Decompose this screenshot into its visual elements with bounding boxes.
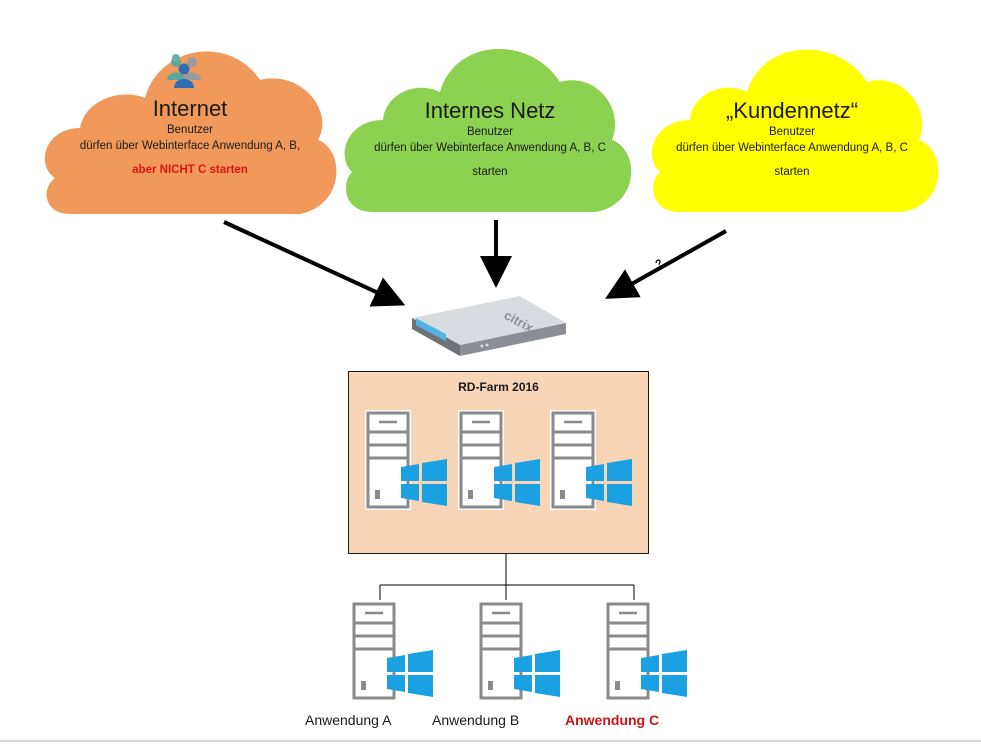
- cloud-internet-text: Internet Benutzer dürfen über Webinterfa…: [40, 96, 340, 178]
- cloud-subtitle: Benutzer: [768, 126, 816, 138]
- arrow-kundennetz-to-gateway: [605, 229, 727, 299]
- cloud-title: Internes Netz: [424, 98, 556, 123]
- farm-server-1-icon: [363, 408, 449, 512]
- bottom-divider: [0, 740, 981, 742]
- citrix-appliance-icon: [412, 296, 566, 356]
- cloud-subtitle: Benutzer: [166, 124, 214, 136]
- farm-server-3-icon: [548, 408, 634, 512]
- cloud-internes-netz-text: Internes Netz Benutzer dürfen über Webin…: [340, 98, 640, 180]
- app-label-b: Anwendung B: [432, 712, 520, 728]
- cloud-description: dürfen über Webinterface Anwendung A, B,…: [676, 142, 908, 154]
- app-server-c-icon: [603, 599, 689, 703]
- cloud-title: Internet: [152, 96, 228, 121]
- farm-connector-lines: [379, 554, 635, 600]
- cloud-subtitle: Benutzer: [466, 126, 514, 138]
- cloud-kundennetz-text: „Kundennetz“ Benutzer dürfen über Webint…: [642, 98, 942, 180]
- cloud-note: starten: [774, 166, 810, 178]
- app-server-a-icon: [349, 599, 435, 703]
- app-label-c: Anwendung C: [565, 712, 660, 728]
- cloud-note-warning: aber NICHT C starten: [132, 164, 248, 176]
- cloud-internet: [44, 51, 337, 214]
- farm-server-2-icon: [456, 408, 542, 512]
- cloud-note: starten: [472, 166, 508, 178]
- cloud-description: dürfen über Webinterface Anwendung A, B,: [79, 140, 301, 152]
- rd-farm-title: RD-Farm 2016: [458, 380, 539, 394]
- arrow-internet-to-gateway: [223, 220, 406, 307]
- users-group-icon: [167, 54, 201, 88]
- cloud-description: dürfen über Webinterface Anwendung A, B,…: [374, 142, 606, 154]
- app-label-a: Anwendung A: [305, 712, 392, 728]
- cloud-title: „Kundennetz“: [725, 98, 859, 123]
- cloud-kundennetz: [651, 49, 939, 212]
- cloud-internes-netz: [344, 48, 632, 213]
- app-server-b-icon: [476, 599, 562, 703]
